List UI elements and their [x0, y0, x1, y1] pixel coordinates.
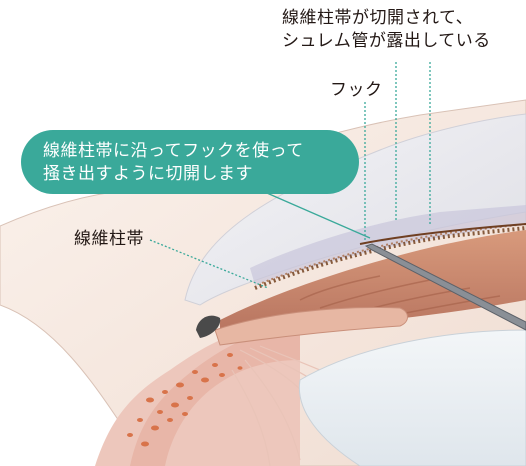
iris — [220, 230, 526, 332]
angle-opening — [196, 315, 221, 338]
callout-text-line1: 線維柱帯に沿ってフックを使って — [43, 141, 304, 161]
label-schlemm-exposed-line2: シュレム管が露出している — [282, 31, 491, 51]
lens — [298, 329, 526, 466]
callout-pointer — [259, 189, 371, 239]
sclera-band — [130, 330, 300, 466]
label-schlemm-exposed-line1: 線維柱帯が切開されて、 — [282, 8, 474, 28]
sclera-dots — [127, 353, 243, 447]
label-trabecular-meshwork: 線維柱帯 — [74, 229, 144, 249]
label-hook: フック — [330, 80, 383, 100]
hook-instrument — [364, 243, 526, 331]
iris-folds — [299, 275, 501, 323]
schlemm-canal — [359, 223, 526, 245]
leader-lines — [149, 62, 431, 289]
instruction-callout: 線維柱帯に沿ってフックを使って 掻き出すように切開します — [21, 130, 359, 194]
iris-root — [214, 306, 408, 346]
callout-text-line2: 掻き出すように切開します — [43, 164, 253, 184]
trabecular-meshwork-band-2 — [261, 223, 526, 284]
